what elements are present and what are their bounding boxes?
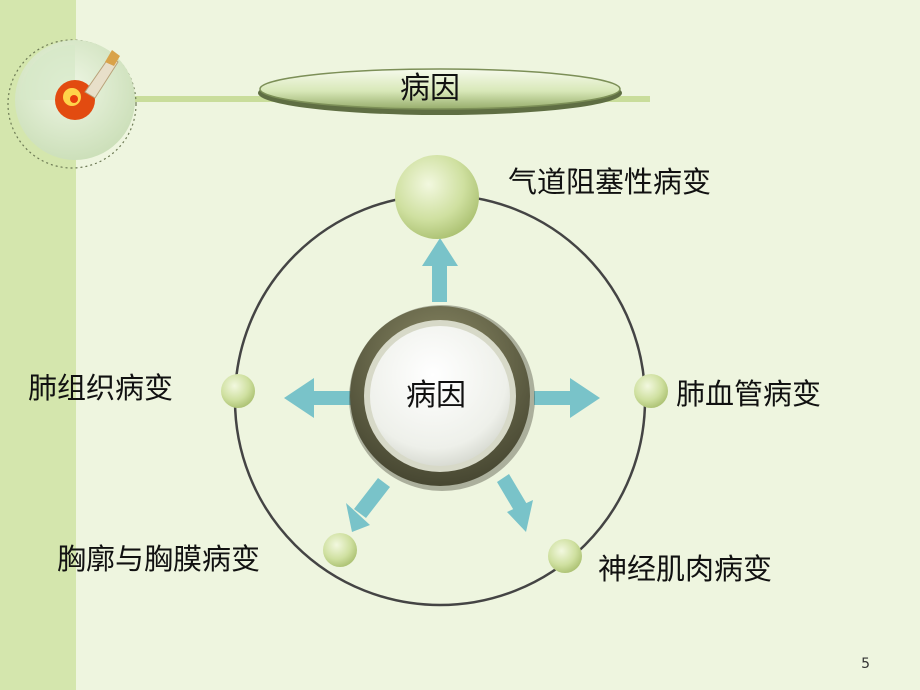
node-chest-wall <box>323 533 357 567</box>
arrow-down-right <box>497 474 533 532</box>
node-lung-tissue <box>221 374 255 408</box>
node-label-neuromuscular: 神经肌肉病变 <box>598 552 773 586</box>
title-text: 病因 <box>400 71 460 106</box>
title-ellipse <box>259 68 621 110</box>
arrow-down-left <box>346 478 390 532</box>
arrow-left <box>284 378 352 418</box>
node-label-chest-wall: 胸廓与胸膜病变 <box>57 542 261 576</box>
node-neuromuscular <box>548 539 582 573</box>
page-number: 5 <box>861 656 870 672</box>
node-airway <box>395 155 479 239</box>
node-label-lung-tissue: 肺组织病变 <box>28 371 174 405</box>
center-node <box>349 305 535 491</box>
medical-logo-icon <box>7 39 137 169</box>
node-label-airway: 气道阻塞性病变 <box>508 165 712 199</box>
arrow-up <box>422 238 458 302</box>
node-pulmonary-vessel <box>634 374 668 408</box>
node-label-pulmonary-vessel: 肺血管病变 <box>676 377 822 411</box>
center-label: 病因 <box>406 378 466 413</box>
arrow-right <box>534 378 600 418</box>
